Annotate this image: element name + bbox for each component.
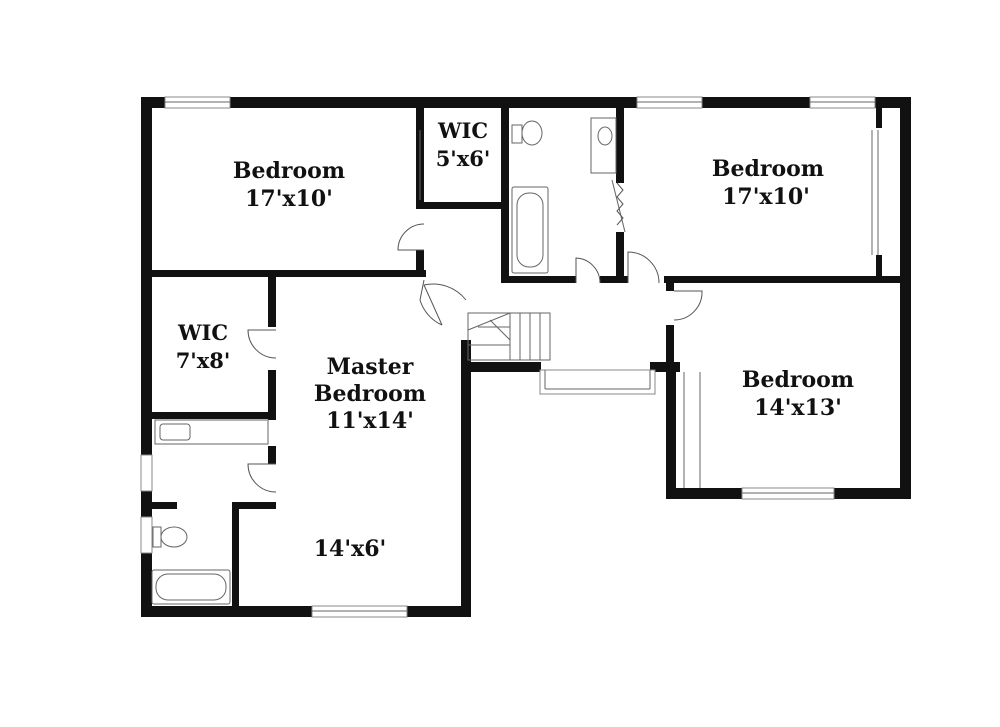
room-name-line2: Bedroom [314,381,426,407]
doors [247,179,703,493]
room-name: Bedroom [742,367,854,393]
closet-doors [419,130,879,488]
interior-walls [141,108,911,612]
staircase [467,312,551,361]
room-name: WIC [177,320,228,345]
room-wic-left: WIC 7'x8' [176,320,231,373]
room-bedroom-nw: Bedroom 17'x10' [233,158,345,212]
room-master-lower: 14'x6' [314,536,387,562]
room-size: 17'x10' [245,186,333,212]
room-size: 14'x13' [754,395,842,421]
room-size: 5'x6' [436,146,491,171]
fixtures [151,117,617,605]
room-bedroom-se: Bedroom 14'x13' [742,367,854,421]
room-size: 7'x8' [176,348,231,373]
room-size: 17'x10' [722,184,810,210]
room-bedroom-ne: Bedroom 17'x10' [712,156,824,210]
room-name: WIC [437,118,488,143]
room-size: 11'x14' [326,408,414,434]
room-master-bedroom: Master Bedroom 11'x14' [314,354,426,434]
room-name: Bedroom [712,156,824,182]
room-wic-top: WIC 5'x6' [436,118,491,171]
windows [140,96,876,618]
room-name: Bedroom [233,158,345,184]
room-size: 14'x6' [314,536,387,562]
room-name-line1: Master [327,354,414,380]
